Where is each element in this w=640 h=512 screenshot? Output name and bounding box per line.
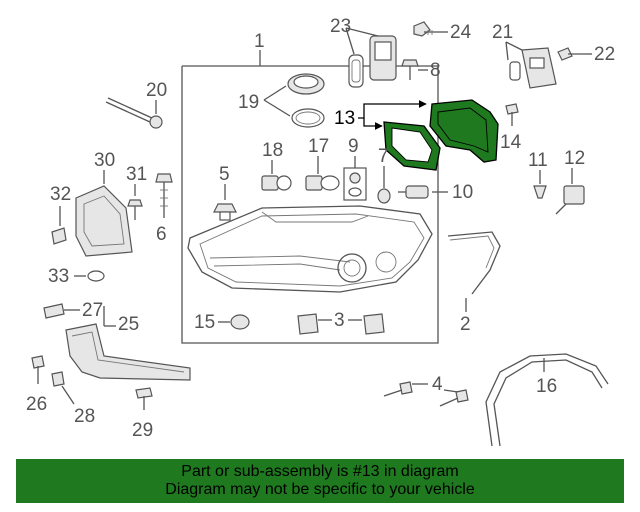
- callout-1: 1: [254, 31, 265, 52]
- socket-part-10: [398, 185, 429, 199]
- cap-part-11: [533, 185, 547, 199]
- callout-16: 16: [536, 376, 557, 397]
- bolt-part-24: [413, 21, 438, 37]
- clip-part-27: [43, 303, 65, 319]
- callout-14: 14: [500, 132, 522, 153]
- bolt-part-6: [155, 173, 173, 218]
- hose-part-16: [485, 353, 609, 447]
- callout-8: 8: [430, 60, 441, 81]
- callout-30: 30: [94, 150, 115, 171]
- callout-22: 22: [594, 44, 615, 65]
- callout-4: 4: [432, 374, 443, 395]
- callout-25: 25: [118, 314, 139, 335]
- callout-19: 19: [238, 92, 259, 113]
- bulb-part-18: [261, 175, 292, 191]
- bulb-part-7: [377, 188, 391, 204]
- callout-12: 12: [564, 148, 585, 169]
- callout-2: 2: [460, 314, 471, 335]
- clips-part-3: [297, 313, 385, 335]
- callout-9: 9: [348, 136, 359, 157]
- callout-17: 17: [308, 136, 329, 157]
- callout-31: 31: [126, 164, 147, 185]
- headlamp-assembly: [187, 205, 433, 293]
- bolt-part-14: [505, 103, 519, 126]
- clip-part-28: [51, 371, 65, 387]
- banner-line-2: Diagram may not be specific to your vehi…: [165, 481, 475, 498]
- housing-part-13-highlighted: [383, 99, 499, 171]
- callout-7: 7: [378, 146, 389, 167]
- cap-part-19: [287, 73, 325, 128]
- banner-line-1: Part or sub-assembly is #13 in diagram: [181, 463, 459, 480]
- bolts-part-4: [383, 381, 469, 407]
- callout-6: 6: [156, 224, 167, 245]
- clip-part-32: [51, 227, 67, 245]
- screw-part-29: [135, 387, 153, 410]
- callout-32: 32: [50, 184, 71, 205]
- callout-20: 20: [146, 80, 167, 101]
- control-module-part-23: [348, 35, 397, 88]
- callout-23: 23: [330, 16, 351, 37]
- seal-strip-part-2: [447, 231, 501, 295]
- oring-part-33: [87, 270, 105, 282]
- screw-part-22: [557, 47, 586, 61]
- control-unit-part-21: [509, 47, 557, 89]
- callout-21: 21: [492, 22, 513, 43]
- harness-part-20: [105, 97, 163, 129]
- screw-part-5: [213, 203, 237, 221]
- callout-28: 28: [74, 406, 95, 427]
- parts-diagram: 1 23 24 8 21 22 20: [26, 16, 615, 447]
- bracket-part-25: [65, 323, 191, 381]
- bolt-part-26: [31, 355, 45, 384]
- callout-10: 10: [452, 182, 473, 203]
- callout-15: 15: [194, 312, 215, 333]
- bracket-part-30: [75, 185, 133, 257]
- socket-part-9: [343, 167, 367, 201]
- callout-13: 13: [334, 108, 355, 129]
- screw-part-31: [127, 199, 143, 220]
- callout-5: 5: [219, 164, 230, 185]
- callout-11: 11: [528, 150, 548, 171]
- callout-18: 18: [262, 140, 283, 161]
- callout-26: 26: [26, 394, 47, 415]
- callout-3: 3: [334, 310, 345, 331]
- callout-24: 24: [450, 22, 472, 43]
- callout-29: 29: [132, 420, 153, 441]
- bulb-part-17: [305, 175, 340, 191]
- info-banner: Part or sub-assembly is #13 in diagram D…: [16, 459, 624, 503]
- screw-part-8: [401, 59, 419, 80]
- ballast-part-12: [555, 185, 585, 215]
- callout-33: 33: [48, 266, 69, 287]
- callout-27: 27: [82, 300, 103, 321]
- grommet-part-15: [230, 314, 250, 330]
